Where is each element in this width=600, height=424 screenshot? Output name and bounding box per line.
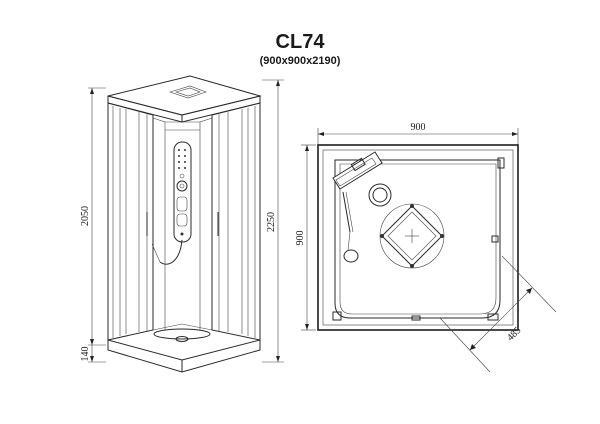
dimension-plan-depth: 900 — [295, 144, 316, 331]
dimension-plan-width: 900 — [317, 122, 519, 145]
plan-shower-panel — [332, 151, 383, 263]
dimension-base-height: 140 — [80, 345, 106, 363]
dim-plan-width-label: 900 — [411, 122, 426, 133]
hand-shower — [151, 239, 183, 265]
model-title: CL74 — [276, 31, 326, 53]
left-door-panel — [107, 102, 154, 341]
mixer-knob-icon — [176, 180, 188, 192]
model-dimensions: (900x900x2190) — [260, 55, 341, 67]
cabin-roof — [107, 75, 262, 123]
dim-base-height-label: 140 — [80, 347, 91, 362]
rain-shower-head-icon — [379, 203, 445, 269]
front-view: 2050 140 2250 — [80, 75, 284, 373]
dimension-body-height: 2050 — [80, 87, 106, 346]
dim-body-height-label: 2050 — [80, 206, 91, 226]
dimension-total-height: 2250 — [262, 79, 284, 363]
plan-view: 900 900 — [295, 122, 557, 373]
dim-diagonal-label: 485 — [505, 325, 523, 343]
tray-outline — [334, 159, 501, 319]
drain-icon — [175, 336, 189, 342]
dim-plan-depth-label: 900 — [295, 231, 306, 246]
shower-tray — [107, 323, 261, 373]
hand-shower-icon — [343, 249, 359, 263]
plan-outline — [317, 144, 519, 331]
cabin-interior — [152, 117, 213, 330]
shower-column — [173, 141, 192, 243]
plan-round-fitting — [368, 183, 392, 207]
right-door-panel — [211, 102, 261, 341]
dim-total-height-label: 2250 — [266, 212, 277, 232]
